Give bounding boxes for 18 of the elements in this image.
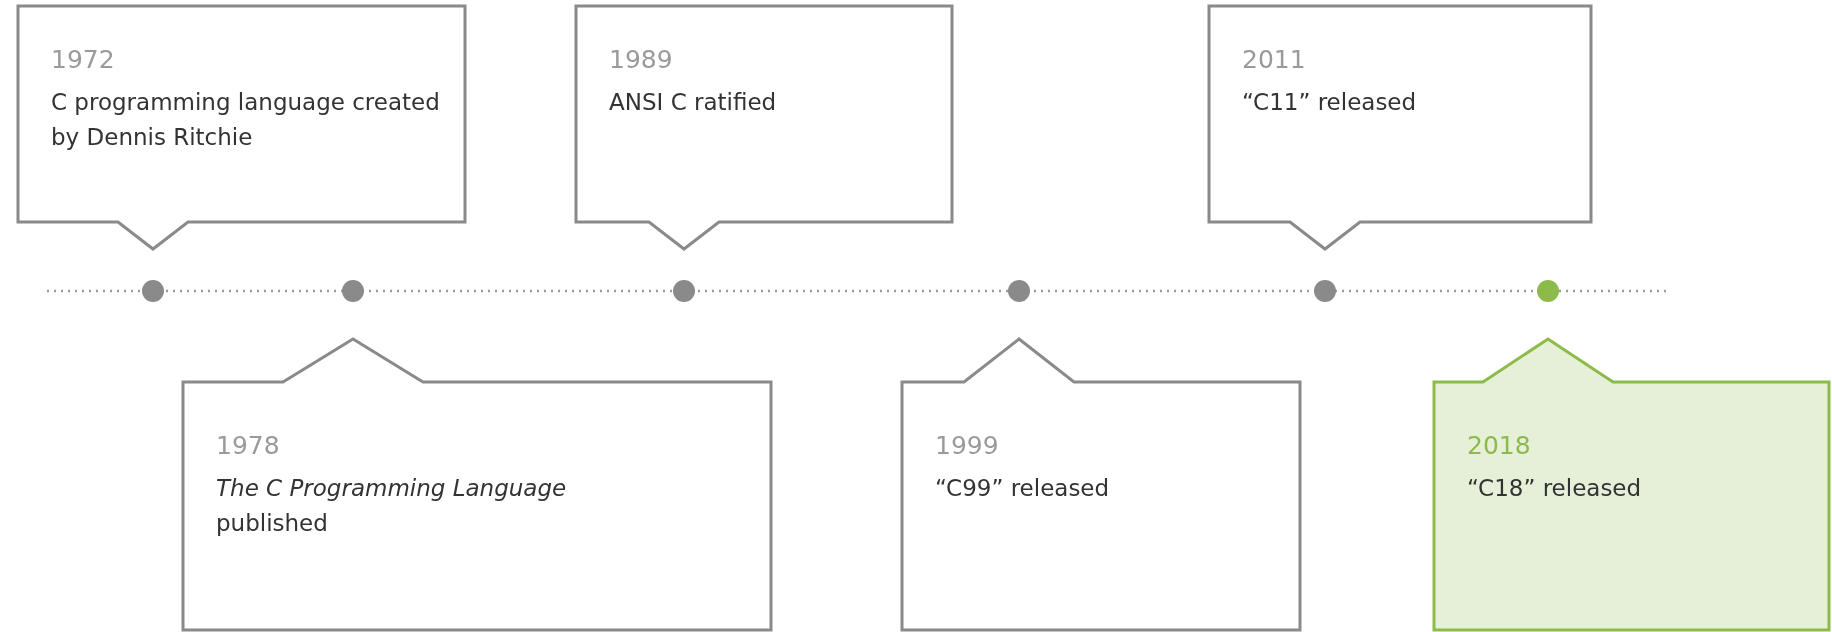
event-text: “C99” released [935,473,1111,503]
callout-box [576,6,952,249]
event-text: ANSI C ratified [609,87,778,117]
year-label: 1978 [216,430,280,462]
year-label: 2018 [1467,430,1531,462]
callout-box [902,339,1300,630]
year-label: 1972 [51,44,115,76]
callout-box [1434,339,1829,630]
year-label: 1989 [609,44,673,76]
callout-box [1209,6,1591,249]
year-label: 1999 [935,430,999,462]
event-text: C programming language created by Dennis Ritchie [51,87,441,153]
callout-box [183,339,771,630]
event-text: “C11” released [1242,87,1418,117]
event-text: “C18” released [1467,473,1643,503]
year-label: 2011 [1242,44,1306,76]
event-text: The C Programming Language published [216,473,568,539]
callout-box [18,6,465,249]
